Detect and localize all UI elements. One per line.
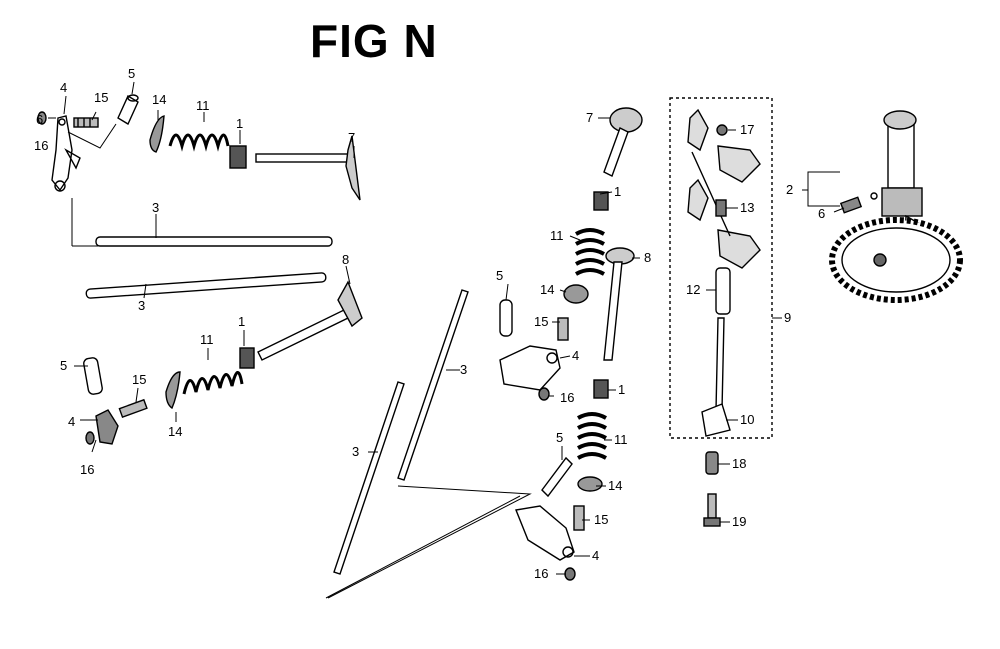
intake-valve-mid-left	[257, 280, 363, 361]
callout: 11	[200, 332, 214, 347]
callout: 16	[560, 390, 574, 405]
callout: 15	[594, 512, 608, 527]
pivot-center-upper	[499, 299, 513, 337]
callout: 4	[60, 80, 67, 95]
callout: 2	[786, 182, 793, 197]
push-rod-center-long	[333, 381, 405, 575]
adjusting-bolt-center-lower	[573, 505, 585, 531]
callout: 1	[238, 314, 245, 329]
callout: 8	[644, 250, 651, 265]
exhaust-valve-top-left	[255, 135, 361, 201]
spring-retainer-center-bottom	[577, 476, 603, 492]
push-rod-upper-left	[95, 236, 333, 247]
callout: 14	[540, 282, 554, 297]
callout: 3	[460, 362, 467, 377]
spring-retainer-center-top	[563, 284, 589, 304]
bushing-18	[705, 451, 719, 475]
callout: 16	[534, 566, 548, 581]
collar-17	[716, 124, 728, 136]
cam-gear	[829, 217, 963, 303]
callout: 11	[550, 228, 564, 243]
valve-spring-top-left	[168, 133, 230, 152]
rod-10	[701, 317, 731, 437]
callout: 9	[784, 310, 791, 325]
callout: 18	[732, 456, 746, 471]
callout: 3	[138, 298, 145, 313]
callout: 15	[132, 372, 146, 387]
rocker-arm-top-left	[51, 115, 81, 192]
push-rod-lower-left	[85, 272, 327, 299]
callout: 13	[740, 200, 754, 215]
spring-6-right	[839, 192, 878, 214]
pivot-mid-left	[83, 357, 103, 395]
adjusting-bolt-mid-left	[118, 398, 148, 419]
decompressor-group-box	[669, 97, 773, 439]
callout: 15	[534, 314, 548, 329]
pin-12	[715, 267, 731, 315]
callout: 15	[94, 90, 108, 105]
pivot-center-lower	[541, 456, 573, 498]
nut-mid-left	[85, 431, 95, 445]
decompressor-parts	[687, 108, 761, 269]
callout: 16	[34, 138, 48, 153]
pivot-top-left	[117, 94, 139, 126]
callout: 3	[152, 200, 159, 215]
figure-title: FIG N	[310, 15, 438, 67]
rocker-arm-mid-left	[95, 409, 119, 445]
callout: 5	[128, 66, 135, 81]
callout: 1	[236, 116, 243, 131]
adjusting-bolt-top-left	[73, 117, 99, 128]
callout: 5	[496, 268, 503, 283]
leader-lines	[48, 81, 845, 599]
callout: 8	[342, 252, 349, 267]
callout: 16	[80, 462, 94, 477]
adjusting-bolt-center-upper	[557, 317, 569, 341]
spring-13	[715, 199, 727, 217]
valve-seal-mid-left	[239, 347, 255, 369]
callout: 1	[618, 382, 625, 397]
valve-spring-center-bottom	[577, 412, 607, 460]
callout: 6	[36, 112, 43, 127]
callout: 3	[352, 444, 359, 459]
valve-seal-top-left	[229, 145, 247, 169]
callout: 11	[196, 98, 210, 113]
callout: 1	[614, 184, 621, 199]
bolt-19	[703, 493, 721, 527]
callout: 14	[168, 424, 182, 439]
callout: 17	[740, 122, 754, 137]
rocker-arm-center-lower	[515, 505, 575, 561]
valve-seal-center-top	[593, 191, 609, 211]
callout: 4	[592, 548, 599, 563]
callout: 6	[818, 206, 825, 221]
callout: 7	[348, 130, 355, 145]
callout: 19	[732, 514, 746, 529]
callout: 12	[686, 282, 700, 297]
spring-retainer-mid-left	[165, 371, 181, 410]
callout: 10	[740, 412, 754, 427]
rocker-arm-center-upper	[499, 345, 561, 391]
callout: 5	[60, 358, 67, 373]
push-rod-center-short	[397, 289, 469, 481]
nut-center-upper	[538, 387, 550, 401]
callout: 14	[608, 478, 622, 493]
callout: 5	[556, 430, 563, 445]
spring-retainer-top-left	[149, 115, 165, 153]
callout: 14	[152, 92, 166, 107]
nut-top-left	[37, 111, 47, 125]
callout: 4	[68, 414, 75, 429]
exhaust-valve-center	[603, 107, 643, 177]
nut-center-lower	[564, 567, 576, 581]
valve-spring-mid-left	[182, 371, 244, 395]
valve-seal-center-bottom	[593, 379, 609, 399]
callout: 7	[586, 110, 593, 125]
callout: 4	[572, 348, 579, 363]
callout: 11	[614, 432, 628, 447]
valve-spring-center-top	[575, 228, 605, 276]
callout-labels: 4 15 5 14 11 1 7 6 16 3 3 5 4 16 15 14 1…	[34, 66, 825, 581]
intake-valve-center	[603, 247, 635, 361]
